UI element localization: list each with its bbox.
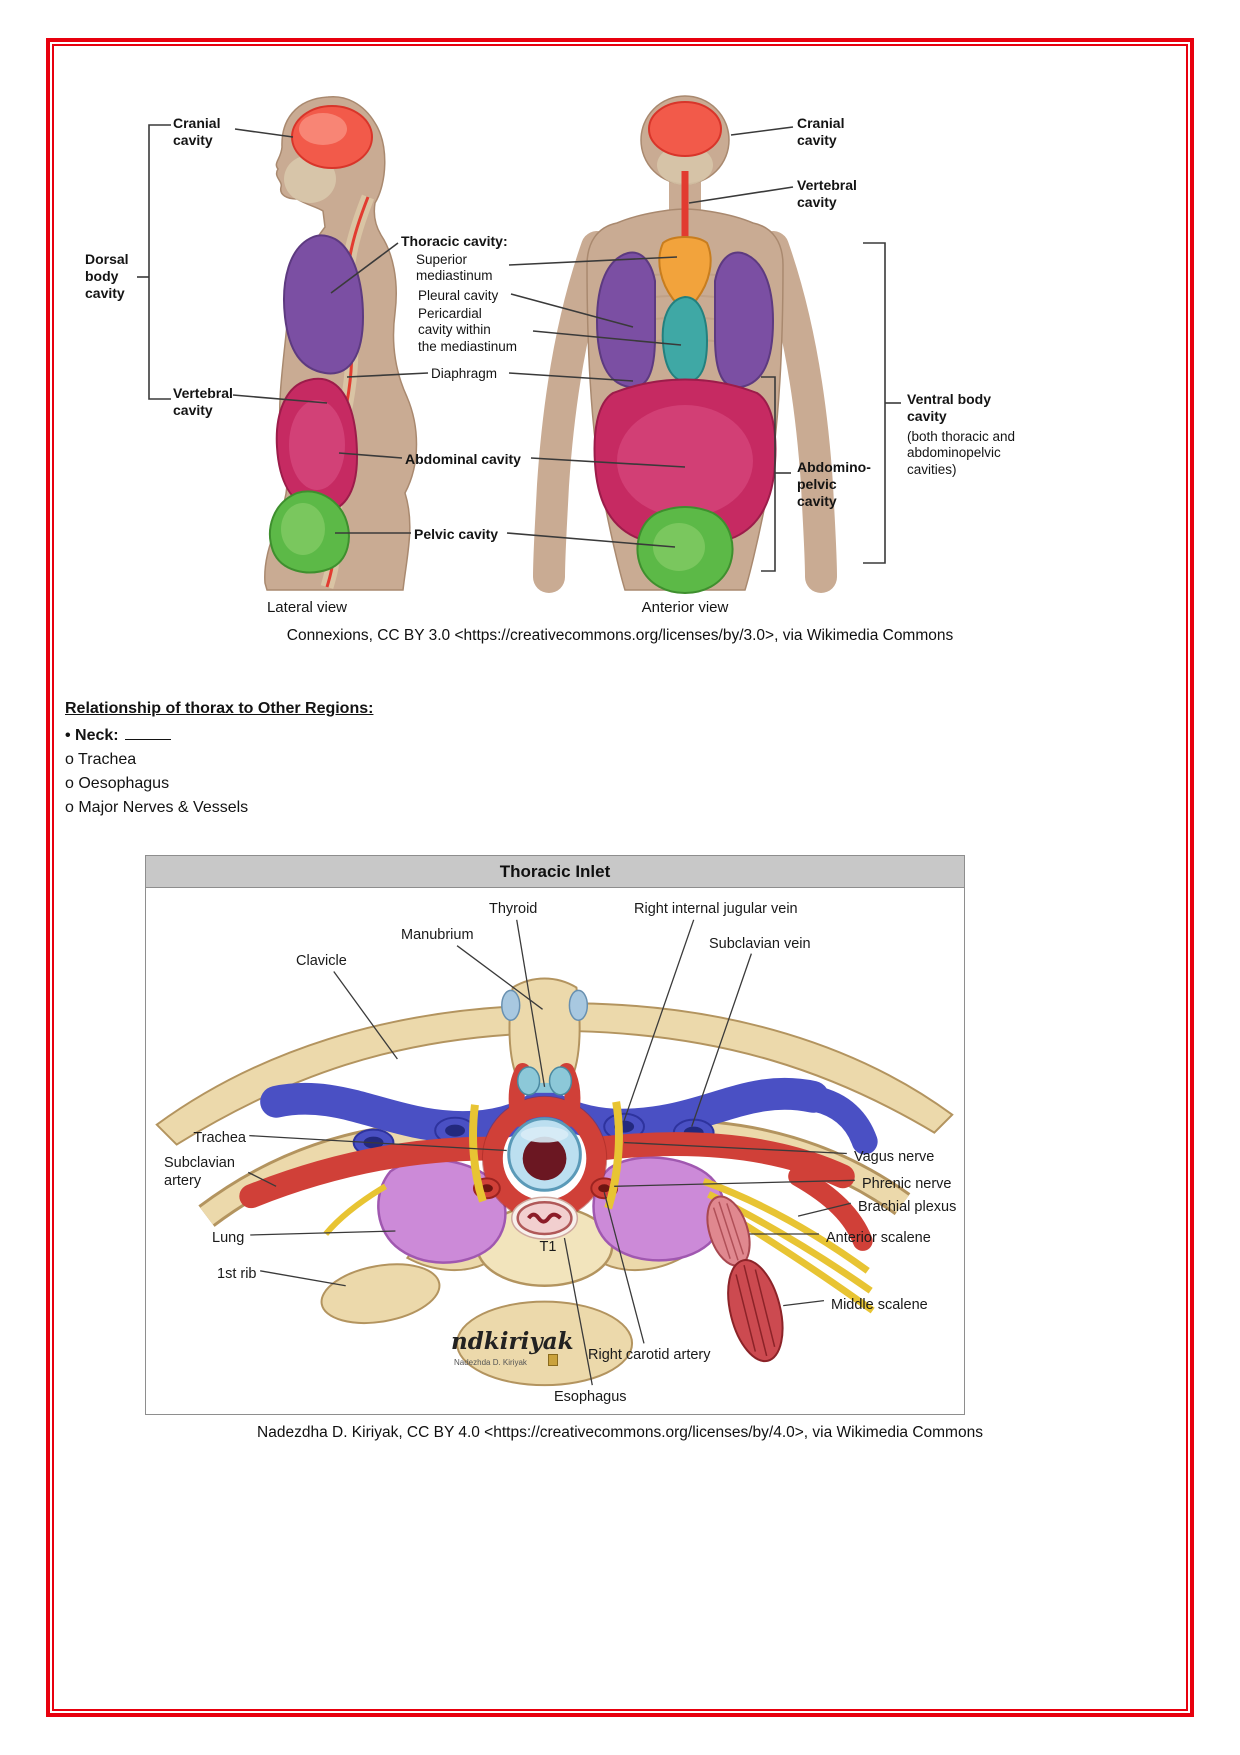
label-cranial-cavity-right: Cranial cavity (797, 115, 845, 149)
label-abdominopelvic-cavity: Abdomino- pelvic cavity (797, 459, 871, 510)
superior-mediastinum-shape (658, 236, 712, 306)
label-subclavian-artery: Subclavian artery (164, 1155, 235, 1190)
label-vagus-nerve: Vagus nerve (854, 1149, 935, 1165)
label-ventral-body-cavity-sub: (both thoracic and abdominopelvic caviti… (907, 429, 1016, 477)
neck-blank-line (124, 727, 171, 740)
thoracic-inlet-svg (155, 919, 954, 1387)
esophagus-shape (510, 1196, 579, 1240)
figure2-attribution: Nadezdha D. Kiriyak, CC BY 4.0 <https://… (257, 1424, 983, 1441)
caption-anterior-view: Anterior view (641, 599, 729, 616)
signature-logo (548, 1354, 558, 1366)
thyroid-shape (516, 1066, 573, 1096)
label-anterior-scalene: Anterior scalene (826, 1230, 931, 1246)
notes-item-nerves-vessels: o Major Nerves & Vessels (65, 799, 249, 816)
label-manubrium: Manubrium (401, 927, 474, 943)
notes-heading: Relationship of thorax to Other Regions: (65, 700, 374, 717)
notes-item-trachea: o Trachea (65, 751, 137, 768)
trachea-shape (507, 1117, 582, 1192)
figure1-attribution: Connexions, CC BY 3.0 <https://creativec… (286, 627, 954, 644)
label-pelvic-cavity: Pelvic cavity (414, 526, 499, 542)
label-pericardial-cavity: Pericardial cavity within the mediastinu… (418, 306, 518, 354)
anterior-cranial-cavity-shape (648, 101, 722, 157)
page-border-frame-inner (52, 44, 1188, 1711)
caption-lateral-view: Lateral view (266, 599, 348, 616)
lateral-thoracic-cavity-shape (283, 234, 365, 375)
label-abdominal-cavity: Abdominal cavity (405, 451, 521, 467)
label-subclavian-vein: Subclavian vein (709, 936, 811, 952)
label-brachial-plexus: Brachial plexus (858, 1199, 957, 1215)
right-subclavian-artery-shape (588, 1132, 855, 1189)
label-dorsal-body-cavity: Dorsal body cavity (85, 251, 129, 302)
label-trachea: Trachea (193, 1130, 246, 1146)
label-pleural-cavity: Pleural cavity (418, 288, 499, 303)
label-first-rib: 1st rib (217, 1266, 257, 1282)
label-right-carotid-artery: Right carotid artery (588, 1347, 711, 1363)
right-pleural-cavity-shape (714, 251, 775, 389)
figure1-leader-lines (137, 124, 901, 572)
right-lung-shape (592, 1156, 726, 1262)
label-middle-scalene: Middle scalene (831, 1297, 928, 1313)
figure2-leader-lines (247, 919, 855, 1386)
artist-signature: ndkiriyak (451, 1328, 574, 1355)
label-lung: Lung (212, 1230, 245, 1246)
body-cavities-illustration (137, 95, 901, 595)
lateral-body-silhouette (264, 95, 418, 591)
label-thyroid: Thyroid (489, 901, 538, 917)
label-vertebral-cavity-left: Vertebral cavity (173, 385, 233, 419)
label-ventral-body-cavity: Ventral body cavity (907, 391, 992, 425)
pericardial-cavity-shape (661, 295, 709, 384)
notes-section: Relationship of thorax to Other Regions:… (65, 700, 965, 820)
label-cranial-cavity-left: Cranial cavity (173, 115, 221, 149)
anterior-scalene-shape (706, 1195, 751, 1267)
anterior-vertebral-cavity-line (681, 171, 689, 251)
figure-thoracic-inlet: Thoracic Inlet (145, 855, 965, 1415)
notes-item-oesophagus: o Oesophagus (65, 775, 170, 792)
middle-scalene-shape (727, 1259, 784, 1363)
label-vertebral-cavity-right: Vertebral cavity (797, 177, 857, 211)
label-superior-mediastinum: Superior mediastinum (416, 252, 493, 284)
figure-body-cavities: Cranial cavity Dorsal body cavity Verteb… (85, 85, 1035, 630)
label-diaphragm: Diaphragm (431, 366, 498, 381)
left-subclavian-artery-shape (239, 1136, 502, 1209)
page-border-frame (46, 38, 1194, 1717)
left-vagus-nerve-shape (469, 1104, 487, 1203)
figure2-title-bar: Thoracic Inlet (146, 856, 964, 888)
label-thoracic-cavity: Thoracic cavity: (401, 233, 508, 249)
thoracic-inlet-illustration: Thyroid Manubrium Clavicle Right interna… (146, 888, 963, 1413)
brachial-plexus-shape (702, 1178, 870, 1274)
first-rib-end-shape (320, 1263, 441, 1324)
notes-bullet-neck: • Neck: (65, 727, 119, 744)
label-right-internal-jugular-vein: Right internal jugular vein (634, 901, 798, 917)
label-t1-vertebra: T1 (539, 1239, 557, 1255)
right-vagus-nerve-shape (604, 1101, 623, 1210)
artist-name: Nadezhda D. Kiriyak (454, 1358, 527, 1367)
label-clavicle: Clavicle (296, 953, 347, 969)
anterior-body-silhouette (533, 95, 837, 595)
label-esophagus: Esophagus (554, 1389, 627, 1405)
muscles (706, 1195, 784, 1363)
label-phrenic-nerve: Phrenic nerve (862, 1176, 952, 1192)
